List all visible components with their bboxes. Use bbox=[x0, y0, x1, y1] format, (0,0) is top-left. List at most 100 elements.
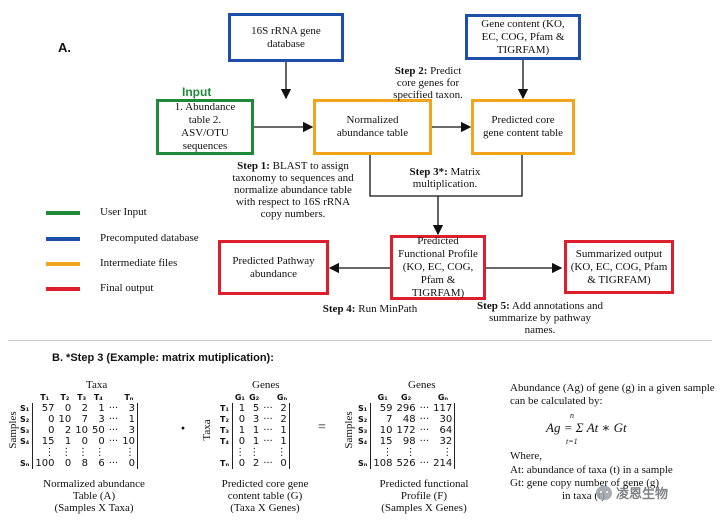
matrix-cell: 1 bbox=[64, 436, 72, 447]
matrix-cell: 0 bbox=[98, 436, 105, 447]
watermark: 凌恩生物 bbox=[596, 483, 668, 502]
matrix-col-header: T₂ bbox=[60, 393, 70, 402]
section-divider bbox=[8, 340, 712, 341]
matrix-row-header: S₁ bbox=[358, 404, 368, 413]
matrix-cell: ··· bbox=[108, 436, 119, 447]
matrix-g-title: Genes bbox=[252, 379, 280, 391]
matrix-cell: ··· bbox=[419, 403, 430, 414]
legend-swatch-user-input bbox=[46, 211, 80, 215]
matrix-row-header: S₄ bbox=[358, 437, 368, 446]
formula-def-a: At: abundance of taxa (t) in a sample bbox=[510, 464, 673, 476]
matrix-cell: 48 bbox=[402, 414, 416, 425]
matrix-cell: ··· bbox=[419, 425, 430, 436]
matrix-cell: 0 bbox=[232, 414, 248, 425]
matrix-cell: ⋮ bbox=[370, 447, 395, 458]
matrix-cell bbox=[261, 447, 275, 458]
watermark-text: 凌恩生物 bbox=[616, 487, 669, 502]
matrix-cell: 7 bbox=[81, 414, 88, 425]
matrix-cell: ··· bbox=[263, 458, 273, 469]
formula-equation: Ag = Σ At ∗ Gt bbox=[546, 420, 627, 435]
step-5-label: Step 5: Add annotations and summarize by… bbox=[477, 300, 603, 336]
step-3-label: Step 3*: Matrix multiplication. bbox=[409, 166, 481, 190]
matrix-cell: ··· bbox=[263, 436, 273, 447]
matrix-row-header: S₂ bbox=[358, 415, 368, 424]
matrix-row-header: Sₙ bbox=[20, 459, 30, 468]
matrix-cell: ⋮ bbox=[120, 447, 138, 458]
matrix-a-caption: Normalized abundance Table (A) (Samples … bbox=[43, 478, 145, 514]
matrix-cell: ··· bbox=[108, 458, 119, 469]
matrix-row-header: S₄ bbox=[20, 437, 30, 446]
matrix-cell: 1 bbox=[274, 425, 290, 436]
matrix-cell: ··· bbox=[108, 425, 119, 436]
matrix-f-caption: Predicted functional Profile (F) (Sample… bbox=[379, 478, 469, 514]
step-1-label: Step 1: BLAST to assign taxonomy to sequ… bbox=[232, 160, 354, 220]
matrix-cell: 10 bbox=[120, 436, 138, 447]
matrix-cell: ⋮ bbox=[232, 447, 248, 458]
matrix-col-header: T₃ bbox=[77, 393, 87, 402]
matrix-cell: 172 bbox=[396, 425, 416, 436]
box-16s-database: 16S rRNA gene database bbox=[228, 13, 344, 62]
matrix-a-title: Taxa bbox=[86, 379, 108, 391]
matrix-cell: 1 bbox=[98, 403, 105, 414]
flow-arrows bbox=[254, 60, 563, 274]
matrix-cell: 3 bbox=[120, 403, 138, 414]
matrix-cell: 0 bbox=[64, 403, 72, 414]
matrix-col-header bbox=[418, 392, 432, 403]
matrix-cell: 296 bbox=[396, 403, 416, 414]
matrix-row-header bbox=[218, 447, 233, 458]
matrix-cell: ··· bbox=[263, 403, 273, 414]
legend-label-user-input: User Input bbox=[100, 206, 147, 218]
formula-def-g2: in taxa (t) bbox=[562, 490, 605, 502]
matrix-row-header: S₂ bbox=[20, 415, 30, 424]
matrix-cell: 1 bbox=[120, 414, 138, 425]
matrix-cell: ⋮ bbox=[77, 447, 88, 458]
matrix-cell: ··· bbox=[419, 458, 430, 469]
matrix-cell: 10 bbox=[75, 425, 88, 436]
line-core-down bbox=[438, 155, 523, 197]
matrix-cell: 0 bbox=[81, 436, 88, 447]
matrix-cell: ⋮ bbox=[405, 447, 416, 458]
matrix-cell bbox=[107, 447, 121, 458]
matrix-col-header: G₁ bbox=[234, 393, 245, 402]
matrix-f-title: Genes bbox=[408, 379, 436, 391]
matrix-corner bbox=[356, 392, 371, 403]
matrix-cell: 0 bbox=[232, 458, 248, 469]
matrix-cell: 59 bbox=[370, 403, 395, 414]
formula-sum-top: n bbox=[570, 411, 574, 420]
matrix-corner bbox=[18, 392, 33, 403]
matrix-row-header: S₃ bbox=[20, 426, 30, 435]
matrix-cell: 64 bbox=[431, 425, 456, 436]
matrix-row-header: T₃ bbox=[220, 426, 229, 435]
matrix-cell: 3 bbox=[98, 414, 105, 425]
matrix-row-header: S₁ bbox=[20, 404, 30, 413]
step-4-label: Step 4: Run MinPath bbox=[322, 303, 418, 315]
matrix-cell: 10 bbox=[370, 425, 395, 436]
matrix-row-header: Sₙ bbox=[358, 459, 368, 468]
matrix-cell: 10 bbox=[58, 414, 72, 425]
formula-sum-bottom: t=1 bbox=[566, 437, 578, 446]
legend-label-database: Precomputed database bbox=[100, 232, 199, 244]
matrix-col-header: G₂ bbox=[401, 393, 412, 402]
legend-swatch-database bbox=[46, 237, 80, 241]
box-input: 1. Abundance table 2. ASV/OTU sequences bbox=[156, 99, 254, 155]
matrix-cell: 0 bbox=[274, 458, 290, 469]
matrix-cell: 98 bbox=[402, 436, 416, 447]
matrix-cell bbox=[418, 447, 432, 458]
matrix-cell: 1 bbox=[232, 425, 248, 436]
box-summarized-output: Summarized output (KO, EC, COG, Pfam & T… bbox=[564, 240, 674, 294]
matrix-cell: ⋮ bbox=[94, 447, 105, 458]
matrix-cell: 32 bbox=[431, 436, 456, 447]
equals-sign: = bbox=[318, 420, 326, 435]
matrix-cell: ··· bbox=[419, 436, 430, 447]
line-norm-down bbox=[369, 155, 438, 197]
matrix-cell: ··· bbox=[419, 414, 430, 425]
matrix-cell: 2 bbox=[274, 403, 290, 414]
matrix-cell: ··· bbox=[263, 425, 273, 436]
matrix-col-header: T₄ bbox=[93, 393, 103, 402]
matrix-col-header: Tₙ bbox=[124, 393, 134, 402]
matrix-cell: 30 bbox=[431, 414, 456, 425]
matrix-cell: 2 bbox=[252, 458, 260, 469]
section-b-label: B. *Step 3 (Example: matrix mutiplicatio… bbox=[52, 352, 274, 364]
matrix-cell: ⋮ bbox=[274, 447, 290, 458]
